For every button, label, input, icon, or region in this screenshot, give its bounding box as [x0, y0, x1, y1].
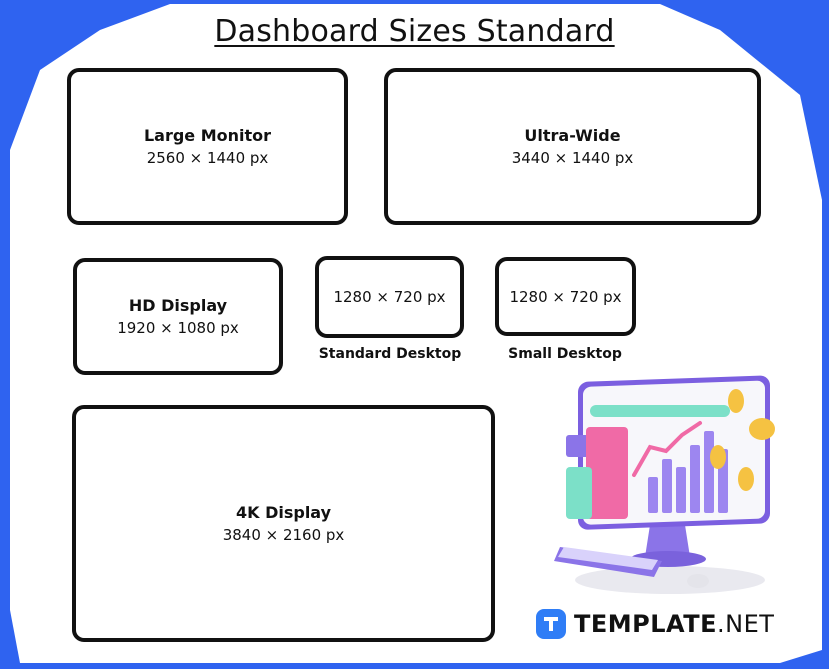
brand-wordmark-bold: TEMPLATE [574, 610, 718, 638]
template-brand: TEMPLATE.NET [536, 607, 774, 641]
small-desktop-box: 1280 × 720 px [495, 257, 636, 336]
ultra-wide-box: Ultra-Wide 3440 × 1440 px [384, 68, 761, 225]
page-title: Dashboard Sizes Standard [214, 14, 615, 49]
hd-display-box: HD Display 1920 × 1080 px [73, 258, 283, 375]
small-desktop-label: Small Desktop [508, 346, 622, 362]
small-desktop-size: 1280 × 720 px [509, 287, 622, 306]
template-logo-icon [536, 609, 566, 639]
large-monitor-size: 2560 × 1440 px [146, 148, 269, 167]
large-monitor-label: Large Monitor [143, 125, 272, 145]
brand-wordmark: TEMPLATE.NET [574, 610, 774, 638]
ultra-wide-size: 3440 × 1440 px [511, 148, 634, 167]
standard-desktop-size: 1280 × 720 px [333, 288, 446, 306]
standard-desktop-label: Standard Desktop [318, 346, 462, 362]
hd-display-size: 1920 × 1080 px [117, 318, 239, 337]
hd-display-label: HD Display [128, 295, 228, 315]
standard-desktop-box: 1280 × 720 px [315, 256, 464, 338]
4k-display-size: 3840 × 2160 px [222, 525, 345, 544]
4k-display-label: 4K Display [235, 502, 332, 522]
ultra-wide-label: Ultra-Wide [524, 125, 621, 145]
computer-dashboard-illustration [554, 375, 775, 594]
4k-display-box: 4K Display 3840 × 2160 px [72, 405, 495, 642]
large-monitor-box: Large Monitor 2560 × 1440 px [67, 68, 348, 225]
brand-wordmark-suffix: .NET [717, 610, 775, 638]
